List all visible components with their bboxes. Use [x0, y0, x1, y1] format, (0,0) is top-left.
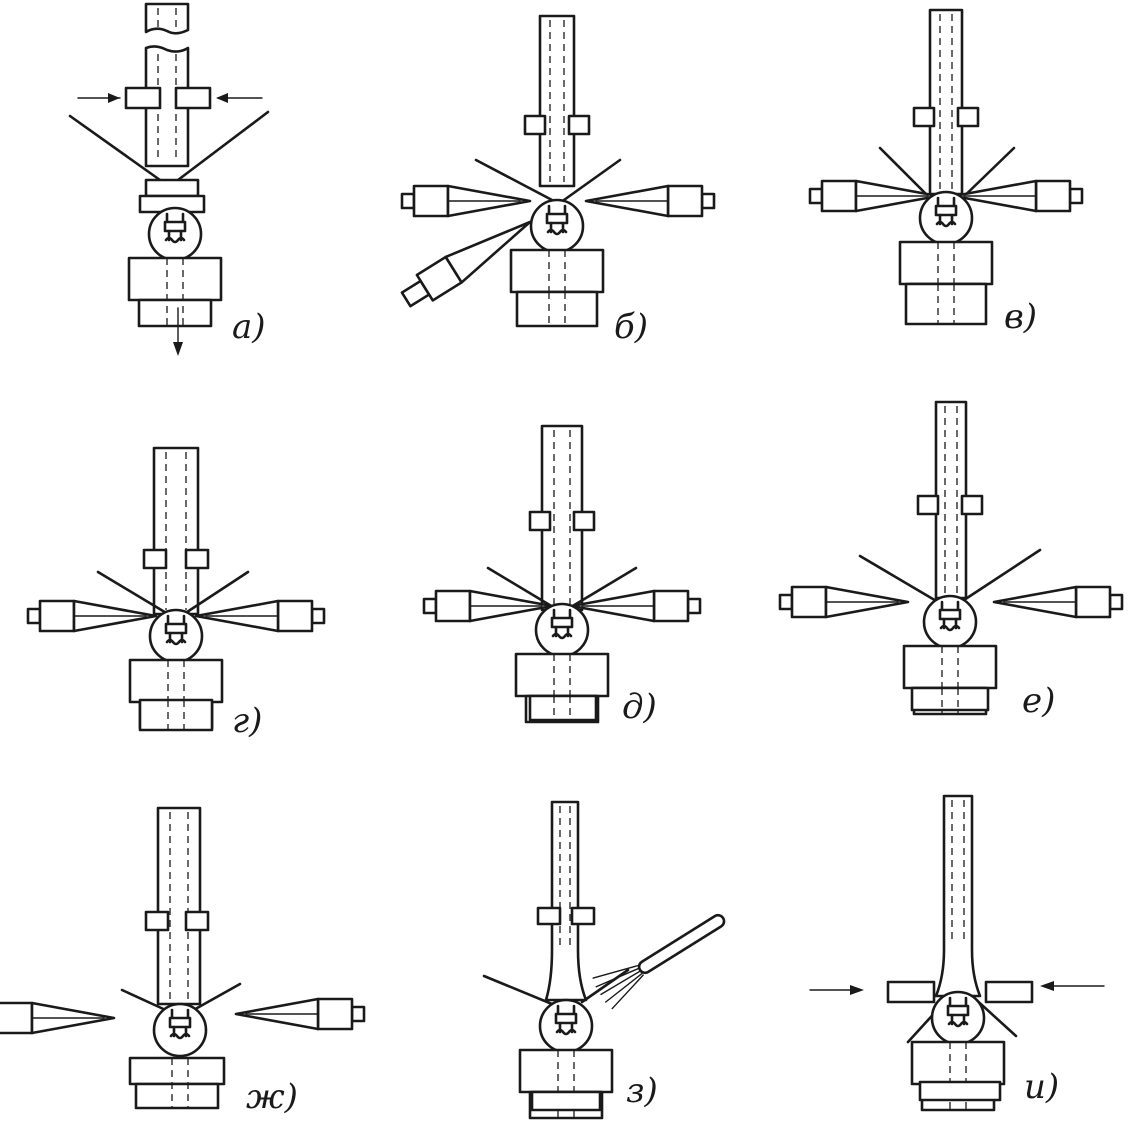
- panel-label-g: г): [232, 701, 262, 741]
- panel-label-e: е): [1022, 681, 1055, 721]
- panel-d: д): [422, 424, 702, 727]
- panel-b: б): [400, 14, 716, 347]
- panel-label-d: д): [622, 687, 657, 727]
- panel-label-a: а): [232, 307, 266, 347]
- panel-zh: ж): [0, 806, 366, 1117]
- panel-g: г): [26, 446, 326, 741]
- panel-label-b: б): [614, 307, 648, 347]
- panel-label-z: з): [626, 1071, 658, 1111]
- panel-v: в): [808, 8, 1084, 337]
- panel-label-v: в): [1004, 297, 1037, 337]
- panel-label-i: и): [1024, 1067, 1059, 1107]
- panel-i: и): [809, 794, 1105, 1112]
- panel-z: з): [482, 800, 726, 1120]
- panel-label-zh: ж): [246, 1077, 298, 1117]
- panel-e: е): [778, 400, 1124, 721]
- panel-a: а): [68, 2, 270, 356]
